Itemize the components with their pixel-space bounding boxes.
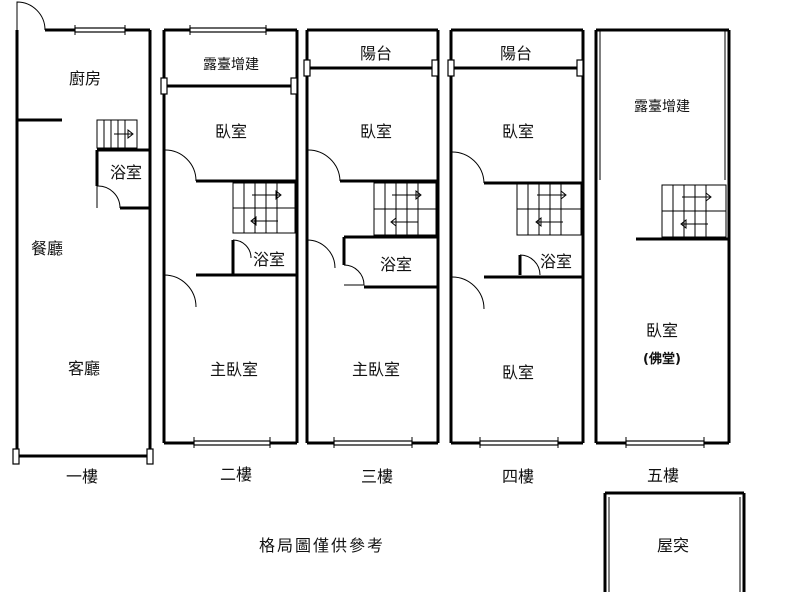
room-label-f3-master: 主臥室 bbox=[352, 360, 400, 379]
room-label-f4-bath: 浴室 bbox=[540, 252, 572, 271]
room-label-f2-master: 主臥室 bbox=[210, 360, 258, 379]
floor-label-f3: 三樓 bbox=[361, 467, 393, 486]
window bbox=[74, 27, 126, 33]
room-label-f3-bath: 浴室 bbox=[380, 255, 412, 274]
room-label-f3-balcony: 陽台 bbox=[360, 44, 392, 63]
room-label-f4-balcony: 陽台 bbox=[500, 44, 532, 63]
floor-label-f1: 一樓 bbox=[66, 467, 98, 486]
room-label-f4-bedroom: 臥室 bbox=[502, 122, 534, 141]
floor-5-plan bbox=[594, 28, 731, 448]
room-label-f1-living: 客廳 bbox=[68, 359, 100, 378]
room-label-f1-bath: 浴室 bbox=[110, 163, 142, 182]
room-label-f5-bedroom-note: (佛堂) bbox=[643, 351, 681, 367]
room-label-f5-terrace: 露臺增建 bbox=[634, 99, 690, 115]
room-label-f2-bath: 浴室 bbox=[253, 250, 285, 269]
floor-2-plan bbox=[160, 25, 299, 448]
rooftop-plan bbox=[603, 491, 746, 592]
room-label-f2-bedroom: 臥室 bbox=[215, 122, 247, 141]
floor-label-f4: 四樓 bbox=[502, 467, 534, 486]
room-label-f1-kitchen: 廚房 bbox=[69, 69, 101, 88]
room-label-f3-bedroom: 臥室 bbox=[360, 122, 392, 141]
disclaimer-text: 格局圖僅供參考 bbox=[259, 536, 385, 555]
floor-label-f2: 二樓 bbox=[220, 465, 252, 484]
floor-label-f5: 五樓 bbox=[647, 466, 679, 485]
floor-4-plan bbox=[447, 28, 585, 448]
floor-3-plan bbox=[303, 28, 440, 448]
room-label-f5-bedroom: 臥室 bbox=[646, 321, 678, 340]
room-label-f2-terrace: 露臺增建 bbox=[203, 57, 259, 73]
entry-door-swing bbox=[16, 1, 46, 31]
room-label-f1-dining: 餐廳 bbox=[31, 239, 63, 258]
room-label-f4-bedroom2: 臥室 bbox=[502, 363, 534, 382]
floor-1-plan bbox=[12, 1, 154, 465]
rooftop-label: 屋突 bbox=[657, 536, 689, 555]
